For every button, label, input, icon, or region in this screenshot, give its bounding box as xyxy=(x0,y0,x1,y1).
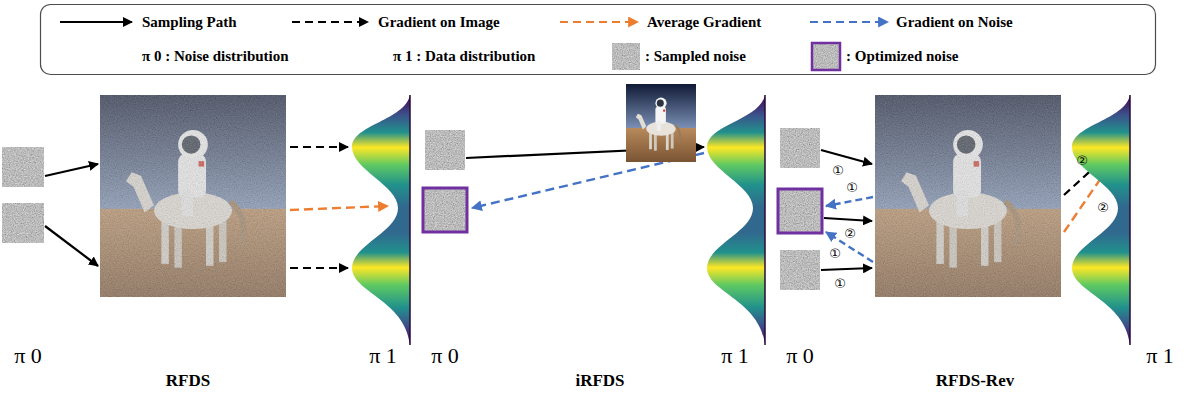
callout-number: ② xyxy=(1097,200,1109,215)
legend-orange-arrow xyxy=(560,21,638,23)
distribution-symbol: π 0 xyxy=(786,343,814,369)
legend-solid-arrow xyxy=(60,21,132,23)
legend-text: Gradient on Image xyxy=(378,14,500,31)
panel-title: RFDS-Rev xyxy=(936,371,1014,391)
legend-text: : Optimized noise xyxy=(846,48,959,65)
rfds-panel xyxy=(2,95,410,345)
distribution-symbol: π 0 xyxy=(14,343,42,369)
legend-text: : Sampled noise xyxy=(645,48,746,65)
callout-number: ② xyxy=(1076,153,1088,168)
callout-number: ① xyxy=(846,180,858,195)
legend-frame xyxy=(41,5,1156,75)
irfds-panel xyxy=(423,84,765,345)
distribution-symbol: π 0 xyxy=(431,343,459,369)
legend-dashed-arrow xyxy=(292,21,368,23)
legend-optimized-border xyxy=(812,43,840,70)
panel-title: iRFDS xyxy=(575,371,624,391)
distribution-symbol: π 1 xyxy=(1146,343,1174,369)
legend-text: Average Gradient xyxy=(647,14,761,31)
legend-text: π 1 : Data distribution xyxy=(393,48,535,65)
legend-text: Sampling Path xyxy=(142,14,237,31)
legend-blue-arrow xyxy=(810,21,888,23)
callout-number: ① xyxy=(829,246,841,261)
legend-text: Gradient on Noise xyxy=(896,14,1013,31)
legend-optimized-square xyxy=(812,43,840,70)
callout-number: ① xyxy=(834,276,846,291)
panel-title: RFDS xyxy=(166,371,210,391)
callout-number: ② xyxy=(844,226,856,241)
legend-noise-square xyxy=(612,43,640,70)
distribution-symbol: π 1 xyxy=(721,343,749,369)
rfds-rev-panel xyxy=(778,95,1130,345)
distribution-symbol: π 1 xyxy=(369,343,397,369)
callout-number: ① xyxy=(832,163,844,178)
legend-text: π 0 : Noise distribution xyxy=(142,48,289,65)
